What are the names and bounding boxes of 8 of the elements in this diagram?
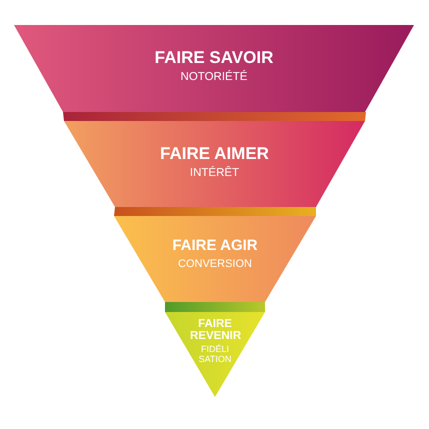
level-title: FAIRE REVENIR [190,318,240,342]
level-title: FAIRE AGIR [172,238,258,254]
level-subtitle: FIDÉLI SATION [198,345,232,365]
level-subtitle: NOTORIÉTÉ [180,70,248,84]
level-title: FAIRE SAVOIR [154,49,274,67]
level-subtitle: CONVERSION [178,258,252,270]
level-title: FAIRE AIMER [160,145,269,163]
level-subtitle: INTÉRÊT [190,166,240,180]
